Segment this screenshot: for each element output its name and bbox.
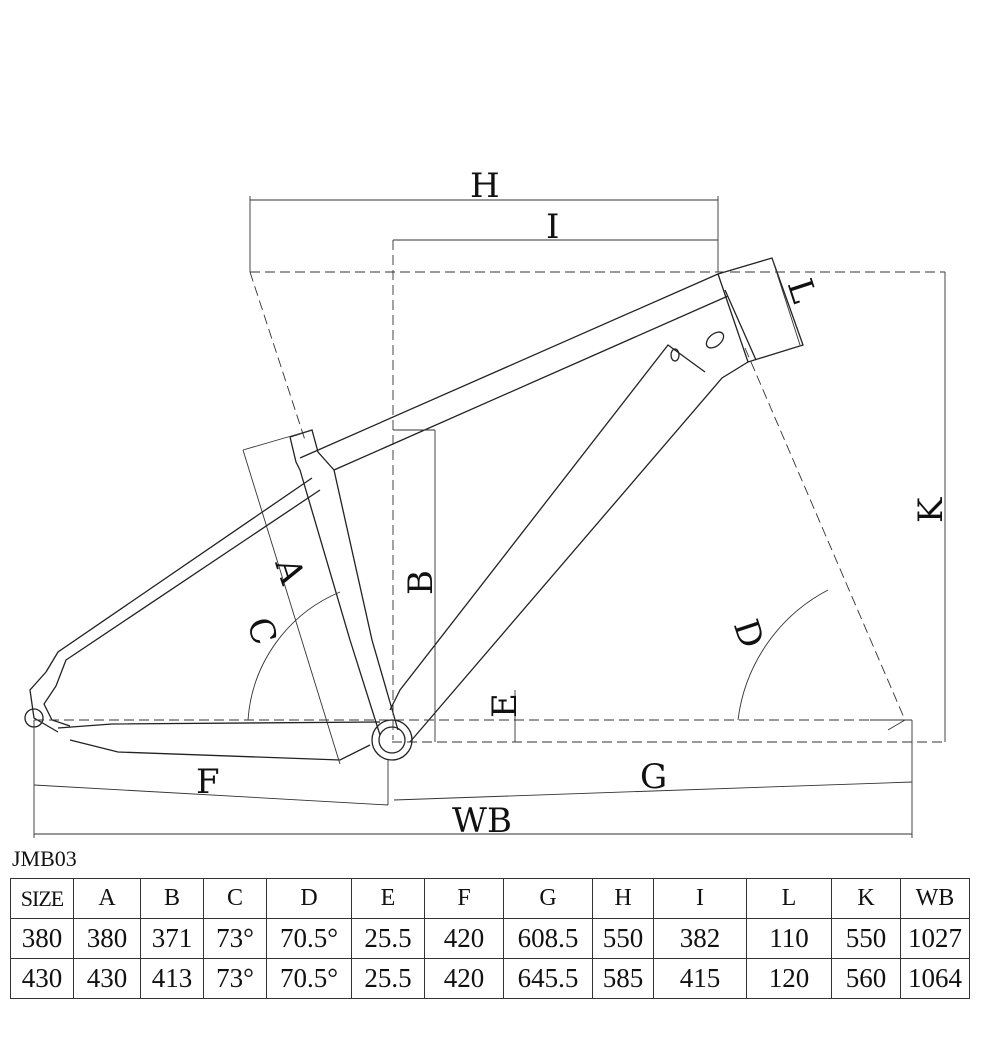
- table-cell: 110: [746, 918, 832, 959]
- table-cell: 585: [592, 958, 654, 999]
- frame-geometry-diagram: H I L K A B C D E F G WB: [24, 166, 951, 841]
- label-f: F: [196, 762, 220, 802]
- table-cell: 73°: [203, 918, 267, 959]
- label-i: I: [546, 207, 559, 247]
- header-i: I: [653, 878, 747, 919]
- table-row: 430 430 413 73° 70.5° 25.5 420 645.5 585…: [10, 958, 970, 999]
- header-l: L: [746, 878, 832, 919]
- table-cell: 550: [592, 918, 654, 959]
- label-g: G: [640, 757, 667, 797]
- seat-stay: [45, 477, 321, 687]
- top-tube: [299, 273, 729, 471]
- seat-tube: [299, 469, 399, 736]
- table-cell: 420: [424, 918, 504, 959]
- table-header-row: SIZE A B C D E F G H I L K WB: [10, 878, 970, 919]
- bottom-bracket-inner: [378, 726, 406, 754]
- head-tube: [717, 257, 804, 363]
- label-b: B: [401, 570, 441, 595]
- table-row: 380 380 371 73° 70.5° 25.5 420 608.5 550…: [10, 918, 970, 959]
- table-cell: 430: [73, 958, 141, 999]
- chain-stay: [57, 721, 381, 761]
- down-tube: [389, 344, 749, 743]
- header-b: B: [140, 878, 204, 919]
- table-cell: 1064: [900, 958, 970, 999]
- label-k: K: [911, 497, 951, 523]
- table-cell: 608.5: [503, 918, 593, 959]
- table-cell: 380: [10, 918, 74, 959]
- table-cell: 70.5°: [266, 958, 352, 999]
- label-a: A: [266, 552, 312, 589]
- table-cell: 380: [73, 918, 141, 959]
- model-name: JMB03: [12, 846, 77, 871]
- cable-port: [705, 331, 725, 349]
- bike-frame: [24, 257, 804, 761]
- label-h: H: [470, 166, 500, 206]
- table-cell: 560: [831, 958, 901, 999]
- label-l: L: [779, 274, 824, 308]
- label-wb: WB: [452, 801, 512, 841]
- dimension-labels: H I L K A B C D E F G WB: [196, 166, 951, 841]
- table-cell: 120: [746, 958, 832, 999]
- header-e: E: [351, 878, 425, 919]
- rear-dropout: [29, 671, 71, 733]
- header-f: F: [424, 878, 504, 919]
- seat-collar: [289, 429, 335, 471]
- table-cell: 413: [140, 958, 204, 999]
- dimension-lines: [33, 196, 946, 838]
- header-wb: WB: [900, 878, 970, 919]
- bottom-bracket-outer: [371, 719, 413, 761]
- table-cell: 382: [653, 918, 747, 959]
- table-cell: 70.5°: [266, 918, 352, 959]
- table-cell: 420: [424, 958, 504, 999]
- header-c: C: [203, 878, 267, 919]
- header-h: H: [592, 878, 654, 919]
- header-size: SIZE: [10, 878, 74, 919]
- table-cell: 1027: [900, 918, 970, 959]
- header-a: A: [73, 878, 141, 919]
- header-k: K: [831, 878, 901, 919]
- table-cell: 25.5: [351, 958, 425, 999]
- header-d: D: [266, 878, 352, 919]
- table-cell: 430: [10, 958, 74, 999]
- table-cell: 645.5: [503, 958, 593, 999]
- table-cell: 415: [653, 958, 747, 999]
- table-cell: 73°: [203, 958, 267, 999]
- header-g: G: [503, 878, 593, 919]
- label-c: C: [238, 613, 284, 650]
- geometry-table: SIZE A B C D E F G H I L K WB 380 380 37…: [10, 878, 970, 999]
- table-cell: 25.5: [351, 918, 425, 959]
- label-e: E: [485, 693, 525, 718]
- table-cell: 550: [831, 918, 901, 959]
- table-cell: 371: [140, 918, 204, 959]
